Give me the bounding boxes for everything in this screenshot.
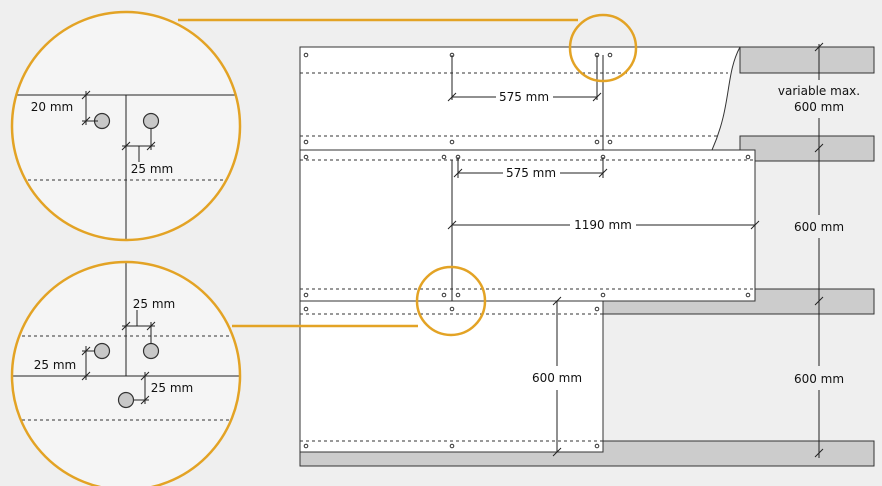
dim-right-600-b-label: 600 mm: [794, 372, 844, 386]
dim-1190-label: 1190 mm: [574, 218, 632, 232]
rail-2: [739, 135, 875, 162]
dim-575-top: [447, 55, 602, 102]
detail-bottom-25mm-top-label: 25 mm: [133, 297, 175, 311]
detail-top-ring: [10, 10, 242, 242]
detail-bottom: [12, 262, 240, 486]
detail-bottom-25mm-right-label: 25 mm: [151, 381, 193, 395]
callout-marker-top: [568, 13, 638, 83]
dim-variable-line1: variable max.: [778, 84, 860, 98]
detail-top-25mm-label: 25 mm: [131, 162, 173, 176]
dim-right-chain: [814, 42, 824, 458]
detail-bottom-ring: [10, 260, 242, 486]
dim-600-panel: [552, 296, 562, 457]
detail-top-hole-right: [142, 112, 160, 130]
dim-right-600-a-label: 600 mm: [794, 220, 844, 234]
dim-600-panel-label: 600 mm: [532, 371, 582, 385]
rail-1: [739, 46, 875, 74]
dim-575-top-label: 575 mm: [499, 90, 549, 104]
detail-bottom-hole-lower: [117, 391, 135, 409]
callout-marker-bottom: [415, 265, 487, 337]
dim-575-middle-label: 575 mm: [506, 166, 556, 180]
detail-bottom-25mm-left-label: 25 mm: [34, 358, 76, 372]
detail-top-20mm-label: 20 mm: [31, 100, 73, 114]
fixing-points: [303, 52, 751, 449]
detail-bottom-hole-right: [142, 342, 160, 360]
detail-top: [12, 12, 240, 240]
dim-variable-line2: 600 mm: [794, 100, 844, 114]
dim-575-middle: [453, 157, 608, 178]
dim-1190: [447, 220, 760, 230]
detail-bottom-hole-left: [93, 342, 111, 360]
